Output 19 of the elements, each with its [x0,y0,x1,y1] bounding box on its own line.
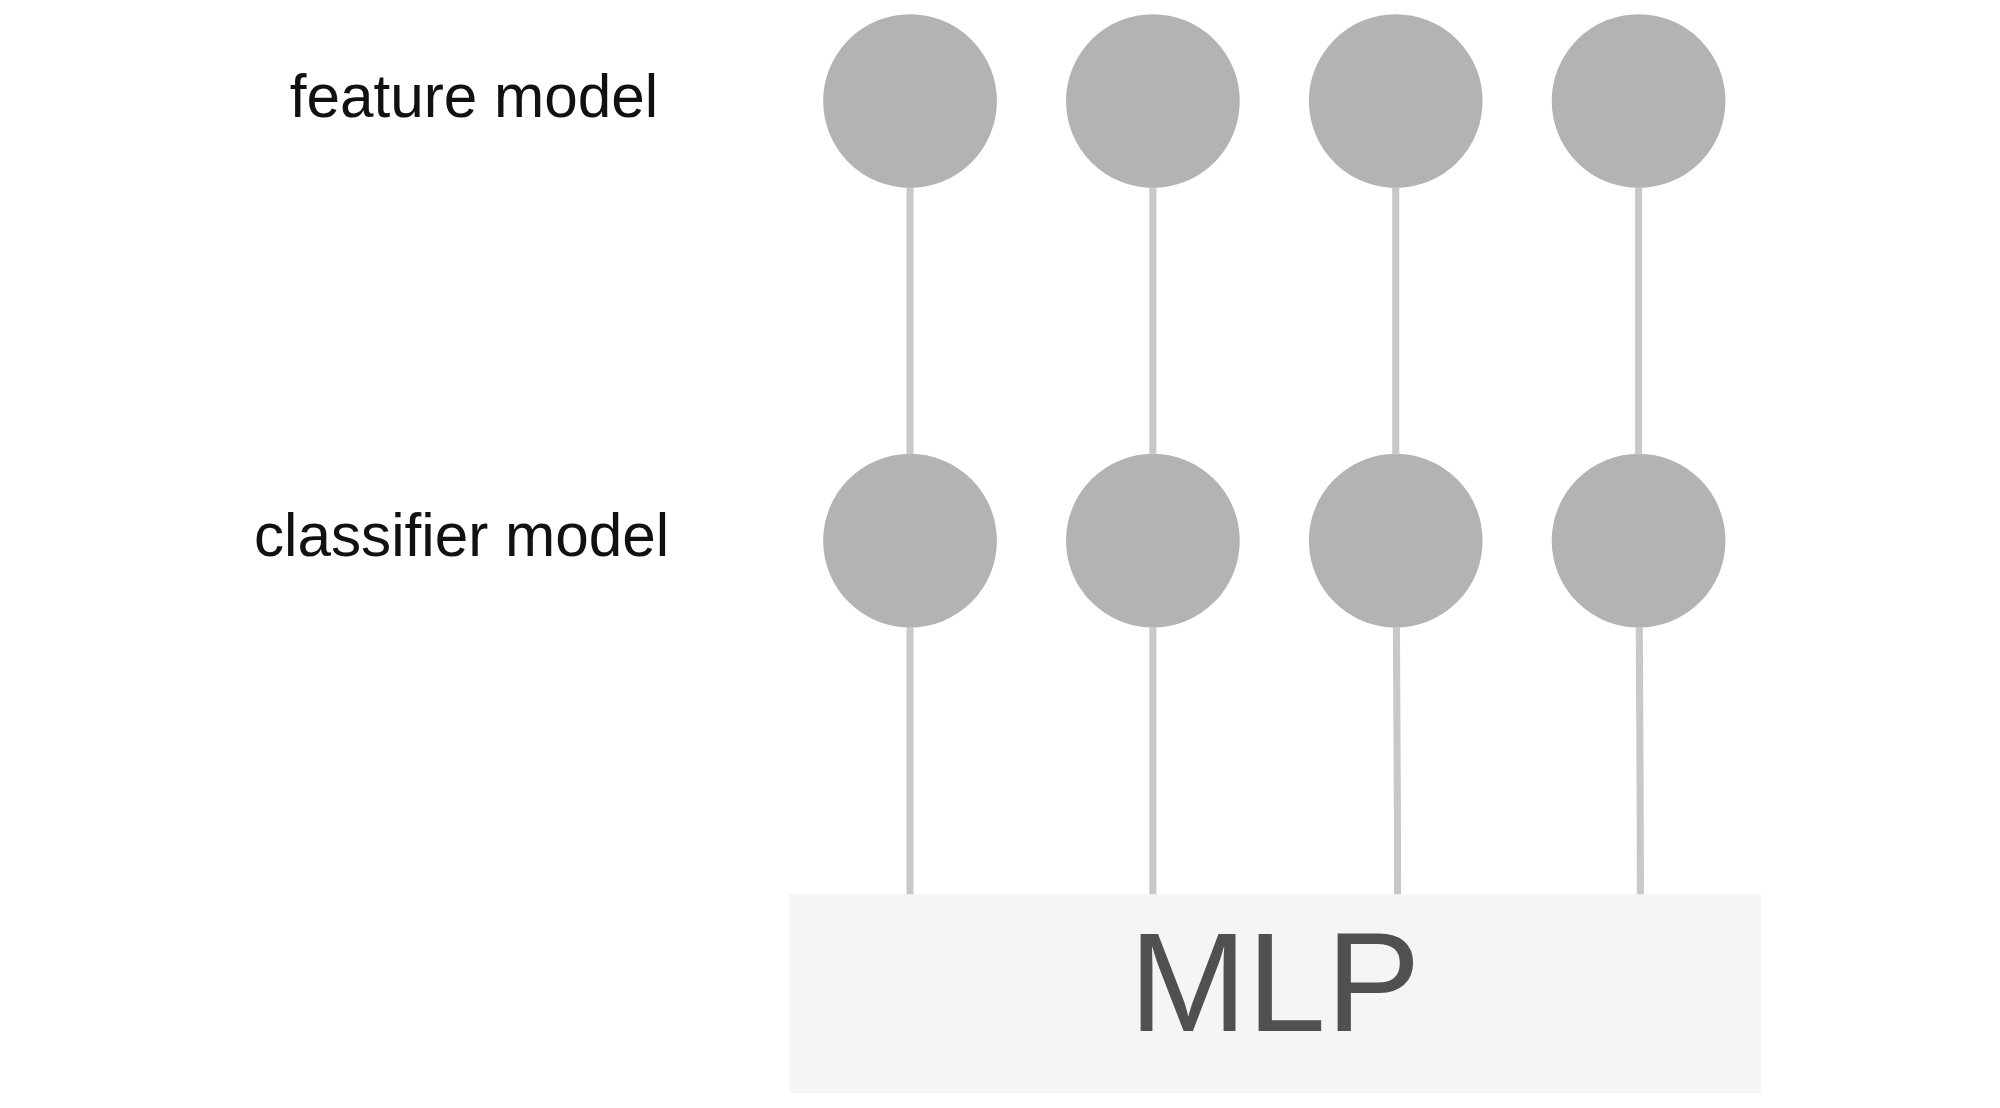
node-circle [1551,14,1726,188]
node-box: MLP [789,894,1761,1093]
node-circle [1308,14,1483,188]
connector [1392,187,1400,455]
node-circle [1066,453,1240,628]
node-circle [1308,453,1483,628]
node-circle [1551,453,1726,628]
connector [1149,627,1157,895]
connector [906,627,914,895]
label: feature model [289,61,659,130]
node-circle [823,453,997,628]
connector [906,187,914,455]
node-circle [823,14,997,188]
node-circle [1066,14,1240,188]
connector [1635,187,1643,455]
connector [1392,627,1402,895]
connector [1635,627,1644,895]
connector [1149,187,1157,455]
label: classifier model [253,501,670,570]
